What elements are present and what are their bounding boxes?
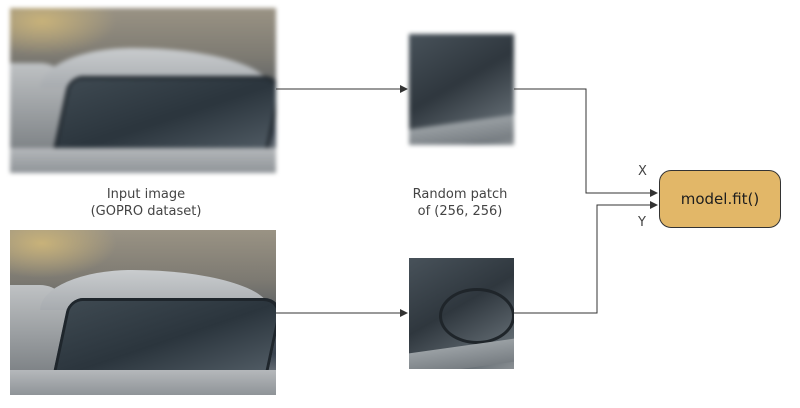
patch-label: Random patch of (256, 256) bbox=[400, 186, 520, 220]
input-image-sharp bbox=[10, 230, 276, 395]
input-image-label: Input image (GOPRO dataset) bbox=[86, 186, 206, 220]
input-image-blurred bbox=[10, 8, 276, 173]
arrow-patch-top-to-model bbox=[514, 88, 658, 197]
patch-blurred bbox=[409, 34, 514, 145]
x-label: X bbox=[638, 164, 647, 179]
arrow-patch-bottom-to-model bbox=[514, 201, 658, 314]
model-fit-box: model.fit() bbox=[659, 170, 781, 228]
model-fit-label: model.fit() bbox=[680, 190, 760, 208]
patch-label-line2: of (256, 256) bbox=[417, 204, 503, 219]
input-label-line1: Input image bbox=[106, 187, 186, 202]
y-label: Y bbox=[638, 215, 646, 230]
patch-label-line1: Random patch bbox=[412, 187, 508, 202]
input-label-line2: (GOPRO dataset) bbox=[90, 204, 202, 219]
patch-sharp bbox=[409, 258, 514, 369]
